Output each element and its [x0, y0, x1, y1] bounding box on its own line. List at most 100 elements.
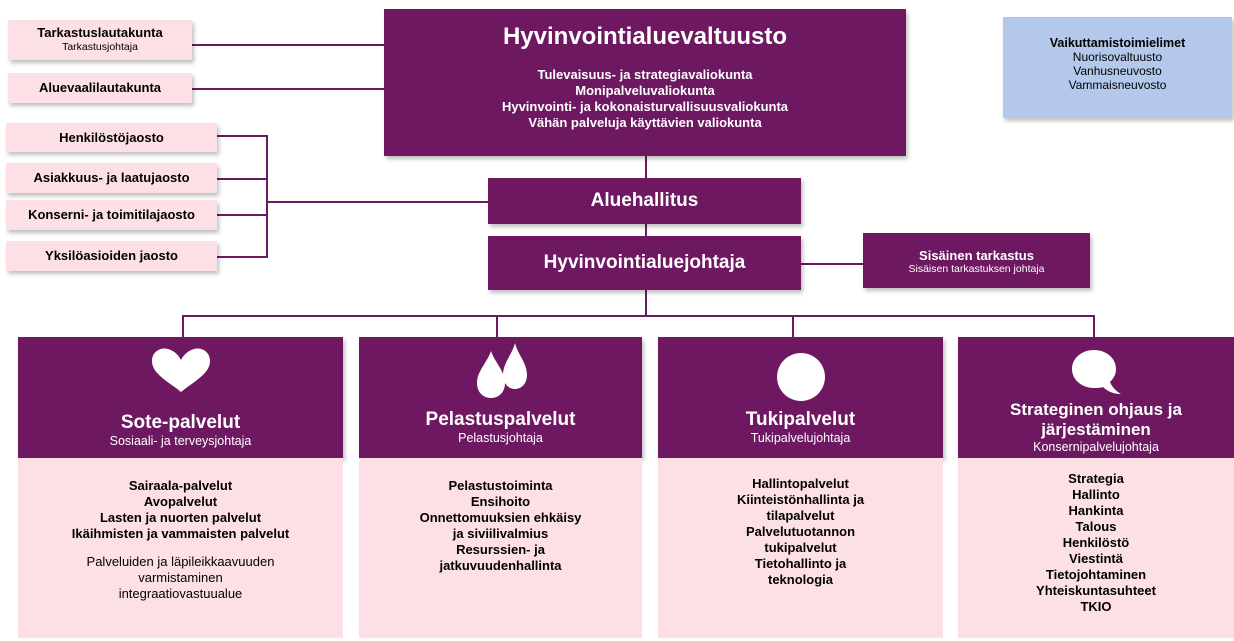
department-card-sote[interactable]: Sote-palvelut Sosiaali- ja terveysjohtaj… — [18, 337, 343, 458]
department-title: Strateginen ohjaus ja järjestäminen — [1010, 400, 1182, 440]
department-services-list: Hallintopalvelut Kiinteistönhallinta ja … — [658, 458, 943, 638]
service-item: Resurssien- ja — [456, 542, 545, 557]
heart-icon — [151, 348, 210, 392]
connector-line — [801, 263, 863, 265]
internal-audit-title: Sisäinen tarkastus — [919, 248, 1034, 263]
customer-quality-division-label: Asiakkuus- ja laatujaosto — [33, 170, 190, 185]
drops-icon — [476, 343, 527, 398]
internal-audit-box[interactable]: Sisäinen tarkastus Sisäisen tarkastuksen… — [863, 233, 1090, 288]
influence-body-item: Nuorisovaltuusto — [1072, 50, 1163, 64]
committee-item: Vähän palveluja käyttävien valiokunta — [528, 115, 762, 130]
connector-line — [216, 178, 268, 180]
department-head: Konsernipalvelujohtaja — [1033, 440, 1159, 454]
regional-director-box[interactable]: Hyvinvointialuejohtaja — [488, 236, 801, 290]
election-committee-label: Aluevaalilautakunta — [38, 80, 162, 95]
service-item: teknologia — [767, 572, 833, 587]
department-title: Pelastuspalvelut — [425, 409, 576, 430]
service-item: Sairaala-palvelut — [128, 478, 233, 493]
service-item: Avopalvelut — [143, 494, 218, 509]
department-head: Pelastusjohtaja — [458, 431, 543, 445]
service-item: jatkuvuudenhallinta — [439, 558, 562, 573]
influence-bodies-box[interactable]: Vaikuttamistoimielimet Nuorisovaltuusto … — [1003, 17, 1232, 118]
department-title: Sote-palvelut — [120, 412, 241, 433]
individual-matters-division-label: Yksilöasioiden jaosto — [45, 248, 178, 263]
influence-bodies-title: Vaikuttamistoimielimet — [1049, 36, 1186, 50]
connector-line — [266, 201, 488, 203]
integration-note: Palveluiden ja läpileikkaavuuden varmist… — [87, 554, 275, 602]
department-head: Sosiaali- ja terveysjohtaja — [109, 434, 252, 448]
department-title: Tukipalvelut — [745, 409, 856, 430]
service-item: tukipalvelut — [764, 540, 837, 555]
connector-line — [266, 135, 268, 258]
integration-note-line: varmistaminen — [138, 570, 223, 585]
service-item: Hallinto — [1072, 487, 1120, 502]
service-item: Strategia — [1068, 471, 1124, 486]
service-item: Palvelutuotannon — [745, 524, 856, 539]
service-item: TKIO — [1080, 599, 1112, 614]
audit-committee-sub: Tarkastusjohtaja — [62, 41, 138, 53]
regional-council-box[interactable]: Hyvinvointialuevaltuusto Tulevaisuus- ja… — [384, 9, 906, 156]
service-item: Kiinteistönhallinta ja — [736, 492, 865, 507]
connector-line — [216, 256, 268, 258]
service-item: Hallintopalvelut — [752, 476, 849, 491]
connector-line — [182, 315, 184, 337]
personnel-division-label: Henkilöstöjaosto — [59, 129, 164, 145]
service-item: Tietojohtaminen — [1045, 567, 1147, 582]
circle-icon — [776, 353, 825, 401]
department-head: Tukipalvelujohtaja — [750, 431, 851, 445]
department-title-line: Strateginen ohjaus ja — [1010, 400, 1182, 419]
service-item: Henkilöstö — [1062, 535, 1130, 550]
service-item: Ikäihmisten ja vammaisten palvelut — [71, 526, 290, 541]
service-item: tilapalvelut — [766, 508, 835, 523]
service-item: Ensihoito — [470, 494, 531, 509]
service-item: Pelastustoiminta — [448, 478, 553, 493]
service-item: Viestintä — [1069, 551, 1123, 566]
individual-matters-division-box[interactable]: Yksilöasioiden jaosto — [6, 241, 217, 271]
committee-item: Monipalveluvaliokunta — [575, 83, 715, 98]
speech-bubble-icon — [1072, 350, 1121, 394]
connector-line — [182, 315, 1094, 317]
connector-line — [645, 224, 647, 236]
connector-line — [216, 135, 268, 137]
connector-line — [645, 156, 647, 178]
integration-note-line: integraatiovastuualue — [118, 586, 243, 601]
department-card-strategy[interactable]: Strateginen ohjaus ja järjestäminen Kons… — [958, 337, 1234, 458]
audit-committee-label: Tarkastuslautakunta — [37, 25, 163, 40]
department-card-support[interactable]: Tukipalvelut Tukipalvelujohtaja — [658, 337, 943, 458]
audit-committee-box[interactable]: Tarkastuslautakunta Tarkastusjohtaja — [8, 20, 192, 60]
committee-item: Tulevaisuus- ja strategiavaliokunta — [537, 67, 753, 82]
connector-line — [191, 44, 384, 46]
department-services-list: Sairaala-palvelut Avopalvelut Lasten ja … — [18, 458, 343, 638]
department-services-list: Pelastustoiminta Ensihoito Onnettomuuksi… — [359, 458, 642, 638]
connector-line — [1093, 315, 1095, 337]
service-item: Talous — [1075, 519, 1117, 534]
group-premises-division-box[interactable]: Konserni- ja toimitilajaosto — [6, 200, 217, 230]
service-item: Tietohallinto ja — [754, 556, 847, 571]
department-services-list: Strategia Hallinto Hankinta Talous Henki… — [958, 458, 1234, 638]
service-item: Yhteiskuntasuhteet — [1036, 583, 1156, 598]
customer-quality-division-box[interactable]: Asiakkuus- ja laatujaosto — [6, 163, 217, 193]
internal-audit-sub: Sisäisen tarkastuksen johtaja — [908, 263, 1045, 275]
connector-line — [645, 290, 647, 316]
regional-director-label: Hyvinvointialuejohtaja — [543, 252, 746, 273]
connector-line — [191, 88, 384, 90]
service-item: Hankinta — [1068, 503, 1124, 518]
group-premises-division-label: Konserni- ja toimitilajaosto — [28, 207, 195, 222]
regional-council-title: Hyvinvointialuevaltuusto — [502, 23, 788, 50]
regional-board-label: Aluehallitus — [590, 190, 699, 211]
service-item: Onnettomuuksien ehkäisy — [419, 510, 582, 525]
connector-line — [216, 214, 268, 216]
committee-item: Hyvinvointi- ja kokonaisturvallisuusvali… — [501, 99, 789, 114]
influence-body-item: Vanhusneuvosto — [1073, 64, 1162, 78]
personnel-division-box[interactable]: Henkilöstöjaosto — [6, 123, 217, 152]
connector-line — [496, 315, 498, 337]
election-committee-box[interactable]: Aluevaalilautakunta — [8, 73, 192, 103]
service-item: Lasten ja nuorten palvelut — [99, 510, 262, 525]
department-title-line: järjestäminen — [1041, 420, 1151, 439]
connector-line — [792, 315, 794, 337]
service-item: ja siviilivalmius — [452, 526, 549, 541]
influence-body-item: Vammaisneuvosto — [1068, 78, 1167, 92]
regional-board-box[interactable]: Aluehallitus — [488, 178, 801, 224]
integration-note-line: Palveluiden ja läpileikkaavuuden — [86, 554, 275, 569]
department-card-rescue[interactable]: Pelastuspalvelut Pelastusjohtaja — [359, 337, 642, 458]
